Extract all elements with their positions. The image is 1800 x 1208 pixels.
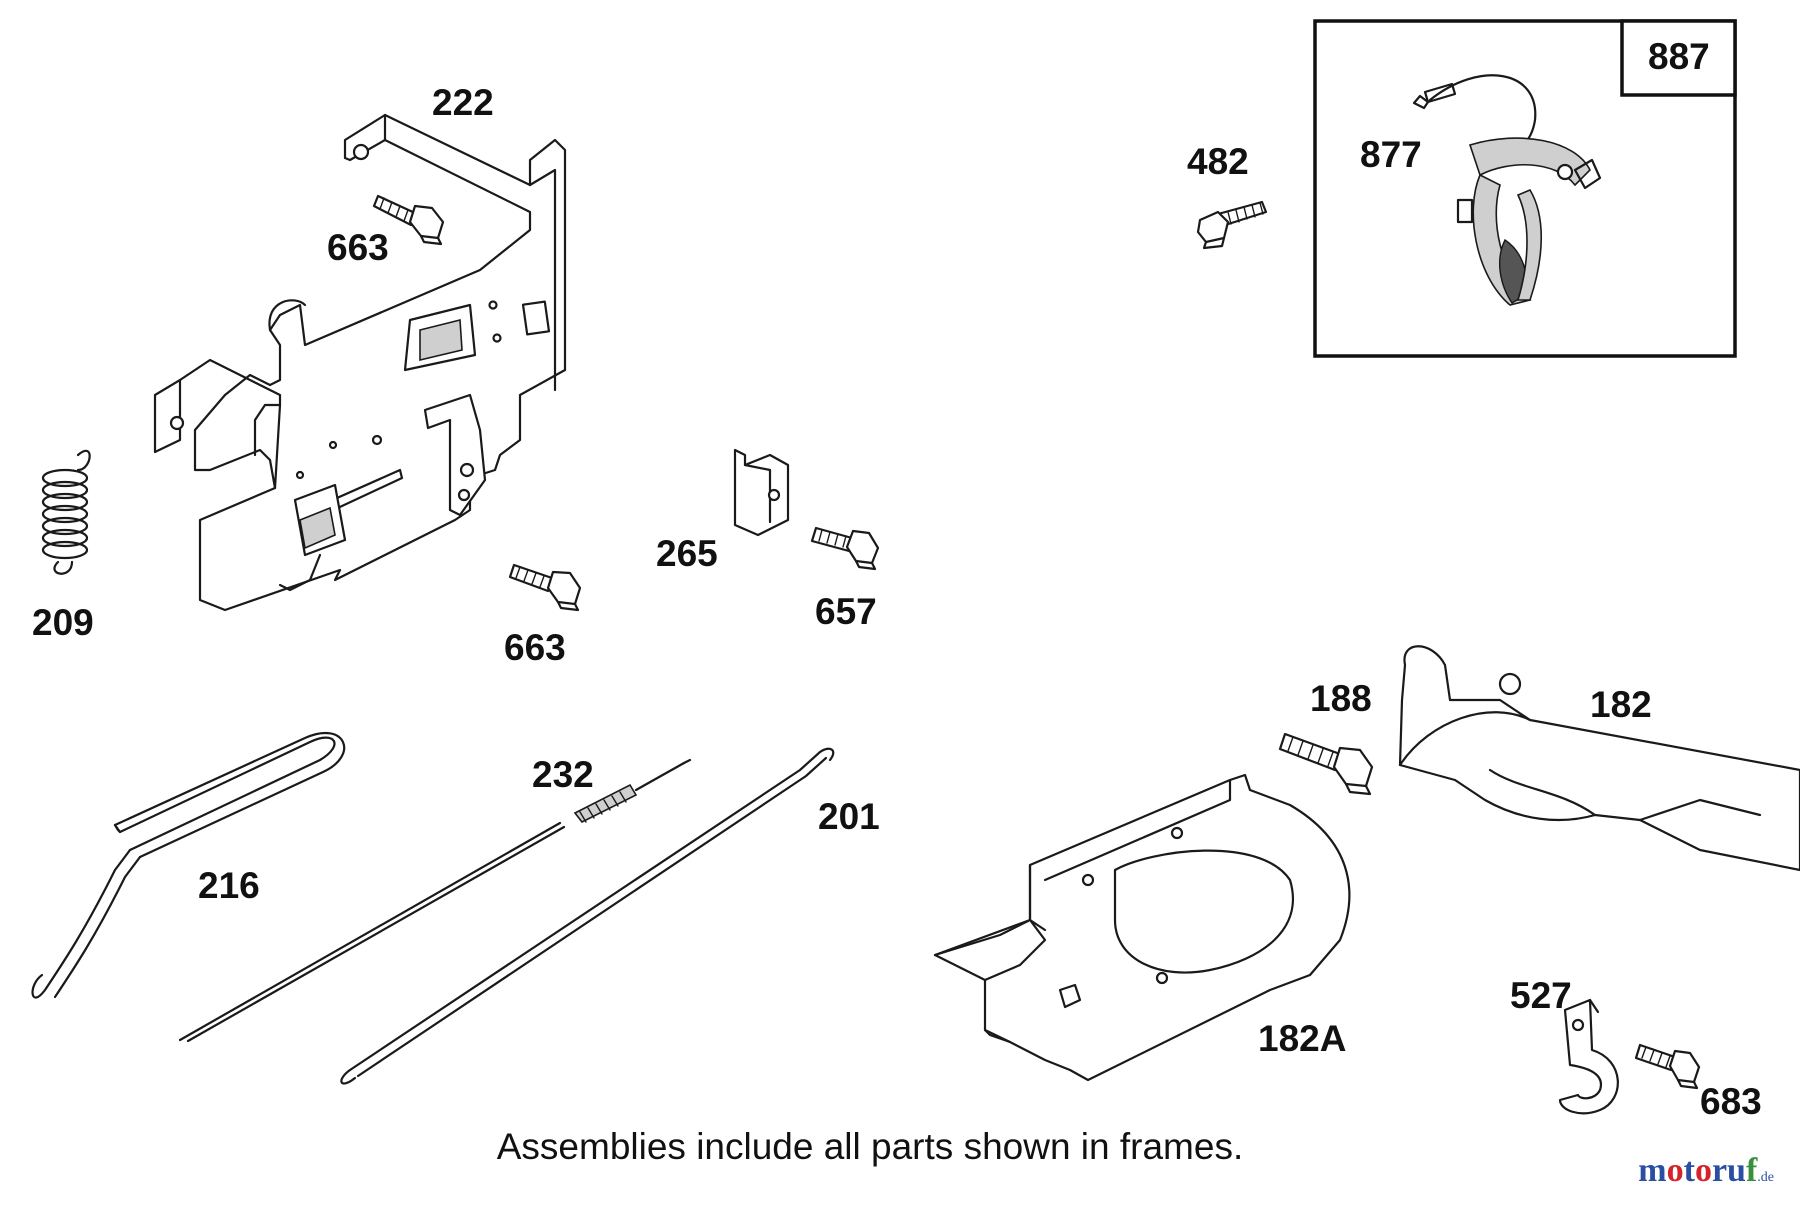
callout-182: 182 [1590, 684, 1652, 725]
callout-887: 887 [1648, 36, 1710, 77]
callout-265: 265 [656, 533, 718, 574]
watermark-t: t [1683, 1152, 1695, 1189]
callout-663-lower: 663 [504, 627, 566, 668]
part-209-spring [41, 449, 91, 575]
watermark-suffix: .de [1757, 1170, 1774, 1185]
callout-182a: 182A [1258, 1018, 1347, 1059]
footnote-assemblies: Assemblies include all parts shown in fr… [496, 1126, 1244, 1167]
part-182a-plate [933, 773, 1351, 1082]
callout-232: 232 [532, 754, 594, 795]
callout-222: 222 [432, 82, 494, 123]
watermark-r: r [1711, 1152, 1728, 1189]
part-877-coil [1412, 74, 1602, 306]
callout-201: 201 [818, 796, 880, 837]
part-663-screw-lower [508, 563, 582, 612]
part-232-cable [178, 758, 692, 1043]
callout-657: 657 [815, 591, 877, 632]
callout-683: 683 [1700, 1081, 1762, 1122]
part-265-clip [733, 448, 790, 537]
assembly-frame-887 [1313, 19, 1737, 358]
part-216-rod [31, 731, 346, 999]
watermark-f: f [1745, 1152, 1758, 1189]
watermark-o1: o [1666, 1152, 1684, 1189]
watermark-u: u [1727, 1152, 1746, 1189]
part-683-screw [1634, 1043, 1701, 1090]
part-222-control-bracket [153, 113, 567, 612]
callout-663-upper: 663 [327, 227, 389, 268]
watermark-logo: motoruf.de [1638, 1152, 1774, 1190]
part-657-screw [810, 526, 880, 571]
part-482-screw [1196, 200, 1268, 250]
callout-209: 209 [32, 602, 94, 643]
callout-482: 482 [1187, 141, 1249, 182]
callout-188: 188 [1310, 678, 1372, 719]
callout-527: 527 [1510, 975, 1572, 1016]
part-182-bracket [1398, 645, 1800, 872]
part-527-clamp [1558, 998, 1619, 1115]
part-201-link [340, 747, 835, 1085]
part-663-screw-upper [372, 194, 445, 246]
part-188-bolt [1278, 732, 1374, 796]
watermark-o2: o [1694, 1152, 1712, 1189]
callout-216: 216 [198, 865, 260, 906]
callout-877: 877 [1360, 134, 1422, 175]
watermark-m: m [1638, 1152, 1667, 1189]
